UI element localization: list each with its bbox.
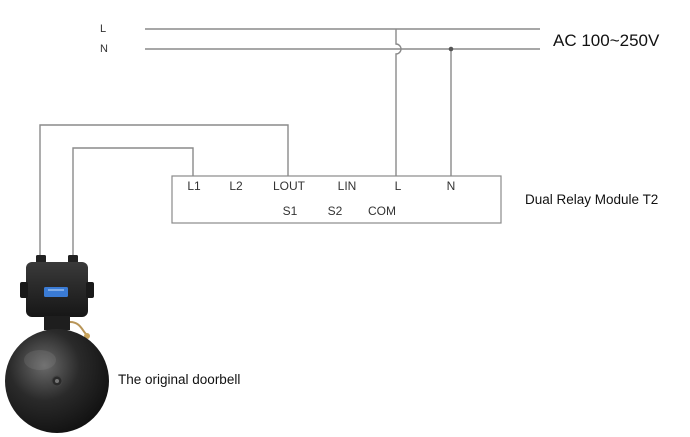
terminal-n: N	[447, 179, 456, 193]
terminal-s2: S2	[328, 204, 343, 218]
module-name: Dual Relay Module T2	[525, 192, 658, 207]
terminal-s1: S1	[283, 204, 298, 218]
voltage-label: AC 100~250V	[553, 31, 660, 50]
doorbell-image	[5, 255, 109, 433]
neutral-label: N	[100, 43, 108, 55]
l-drop-wire	[395, 29, 402, 176]
doorbell-wire-lout	[39, 124, 289, 258]
terminal-l2: L2	[229, 179, 243, 193]
terminal-lout: LOUT	[273, 179, 306, 193]
terminal-l1: L1	[187, 179, 201, 193]
doorbell-wire-l1	[72, 147, 194, 258]
doorbell-display-icon	[44, 287, 68, 297]
terminal-l: L	[395, 179, 402, 193]
line-label: L	[100, 23, 106, 35]
junction-dot	[448, 46, 454, 52]
terminal-com: COM	[368, 204, 396, 218]
relay-module-box	[171, 175, 502, 224]
terminal-lin: LIN	[338, 179, 357, 193]
doorbell-label: The original doorbell	[118, 372, 240, 387]
